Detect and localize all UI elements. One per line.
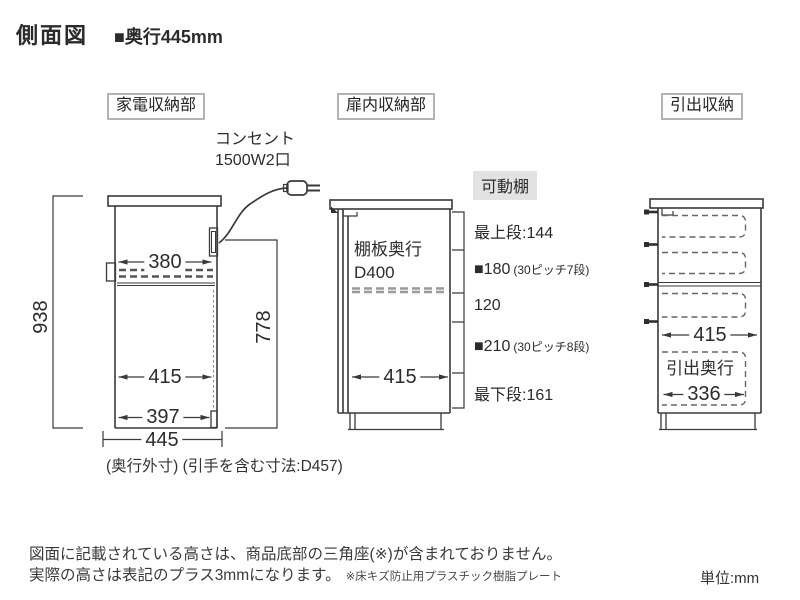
- section-label-door: 扉内収納部: [337, 93, 436, 120]
- outlet-label: コンセント: [215, 131, 296, 148]
- dim-bottom-width: 397: [142, 407, 184, 427]
- dim-cab3-inner-width: 415: [689, 325, 731, 345]
- outlet-spec: 1500W2口: [215, 152, 291, 169]
- shelf-depth-label: 棚板奥行 D400: [354, 238, 422, 284]
- outlet-annotation: コンセント 1500W2口: [215, 129, 295, 171]
- shelf-position-main: 最上段:144: [474, 225, 554, 242]
- dim-inner-height: 778: [253, 306, 275, 348]
- shelf-position-note: (30ピッチ7段): [513, 263, 590, 277]
- shelf-position-main: ■210: [474, 338, 511, 355]
- footer-line2-note: ※床キズ防止用プラスチック樹脂プレート: [345, 571, 562, 583]
- dim-mid-width: 415: [144, 367, 186, 387]
- depth-outer-note: (奥行外寸) (引手を含む寸法:D457): [106, 458, 343, 475]
- footer-note-line2: 実際の高さは表記のプラス3mmになります。 ※床キズ防止用プラスチック樹脂プレート: [29, 566, 562, 587]
- section-label-drawer: 引出収納: [661, 93, 744, 120]
- dim-cab2-inner-width: 415: [379, 367, 421, 387]
- shelf-position-210: ■210(30ピッチ8段): [474, 338, 589, 356]
- shelf-position-main: 最下段:161: [474, 387, 554, 404]
- shelf-position-main: 120: [474, 297, 501, 314]
- shelf-position-bottom: 最下段:161: [474, 381, 556, 405]
- section-label-appliance: 家電収納部: [107, 93, 206, 120]
- unit-label: 単位:mm: [700, 570, 760, 587]
- dim-top-width: 380: [144, 252, 186, 272]
- shelf-position-180: ■180(30ピッチ7段): [474, 261, 589, 279]
- depth-note: ■奥行445mm: [114, 27, 223, 47]
- dim-outer-depth: 445: [141, 430, 183, 450]
- shelf-position-120: 120: [474, 297, 504, 315]
- shelf-position-top: 最上段:144: [474, 219, 556, 243]
- dim-total-height: 938: [30, 296, 52, 338]
- dim-drawer-depth: 336: [683, 384, 725, 404]
- footer-line2-text: 実際の高さは表記のプラス3mmになります。: [29, 567, 341, 584]
- shelf-depth-line2: D400: [354, 263, 395, 282]
- shelf-position-note: (30ピッチ8段): [513, 340, 590, 354]
- footer-note-line1: 図面に記載されている高さは、商品底部の三角座(※)が含まれておりません。: [29, 546, 562, 563]
- shelf-position-main: ■180: [474, 261, 511, 278]
- drawer-depth-label: 引出奥行: [666, 359, 734, 378]
- shelf-depth-line1: 棚板奥行: [354, 240, 422, 259]
- page-title: 側面図: [16, 23, 89, 48]
- movable-shelf-tag: 可動棚: [473, 171, 538, 200]
